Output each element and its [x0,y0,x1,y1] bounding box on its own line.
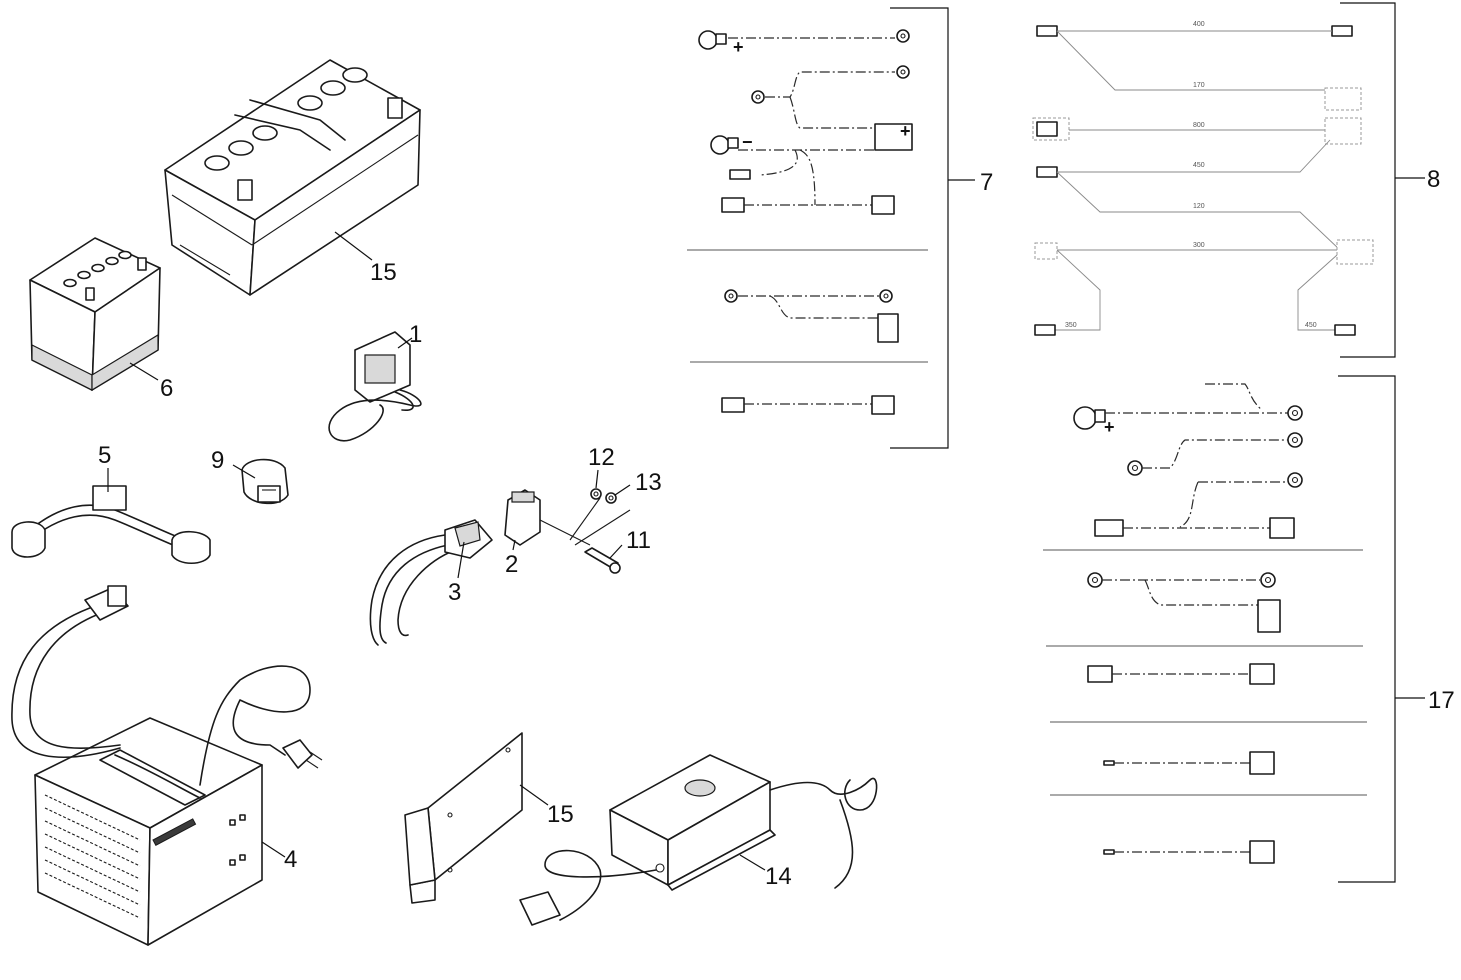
callout-14: 14 [765,863,792,890]
length-170: 170 [1193,82,1205,89]
large-battery [164,59,421,296]
terminal-clamp-part-9 [241,458,289,505]
plus-symbol-7: + [733,37,744,57]
length-350: 350 [1065,322,1077,329]
plus-symbol-7b: + [900,121,911,141]
callout-2: 2 [505,551,518,578]
callout-13: 13 [635,469,662,496]
plug-part-3 [369,519,493,646]
charger-vents [44,794,141,919]
callout-15-plate: 15 [547,801,574,828]
length-120: 120 [1193,203,1205,210]
wiring-group-8: 400 170 800 450 120 300 350 450 [1032,2,1425,358]
callout-8: 8 [1427,166,1440,193]
callout-11: 11 [626,527,651,554]
converter-part-14 [519,754,878,926]
battery-cable-part-5 [11,485,211,565]
wiring-group-7: + + − [687,7,975,449]
callout-6: 6 [160,375,173,402]
callout-1: 1 [409,321,422,348]
length-400: 400 [1193,21,1205,28]
callout-4: 4 [284,846,297,873]
length-450a: 450 [1193,162,1205,169]
callout-7: 7 [980,169,993,196]
bracket-part-2 [504,489,631,546]
callout-leaders [107,231,766,871]
screw-part-11 [584,547,621,574]
nut-part-12 [590,488,602,500]
minus-symbol-7: − [742,132,753,152]
length-450b: 450 [1305,322,1317,329]
callout-3: 3 [448,579,461,606]
wiring-group-17: + [1043,375,1425,883]
callout-12: 12 [588,444,615,471]
callout-15-top: 15 [370,259,397,286]
length-300: 300 [1193,242,1205,249]
mounting-plate-part-15 [404,732,523,904]
callout-5: 5 [98,442,111,469]
connector-part-1 [328,331,422,442]
charger-part-4 [11,585,323,946]
plus-symbol-17: + [1104,417,1115,437]
length-800: 800 [1193,122,1205,129]
small-battery [29,237,161,392]
callout-9: 9 [211,447,224,474]
callout-17: 17 [1428,687,1455,714]
washer-part-13 [605,492,617,504]
